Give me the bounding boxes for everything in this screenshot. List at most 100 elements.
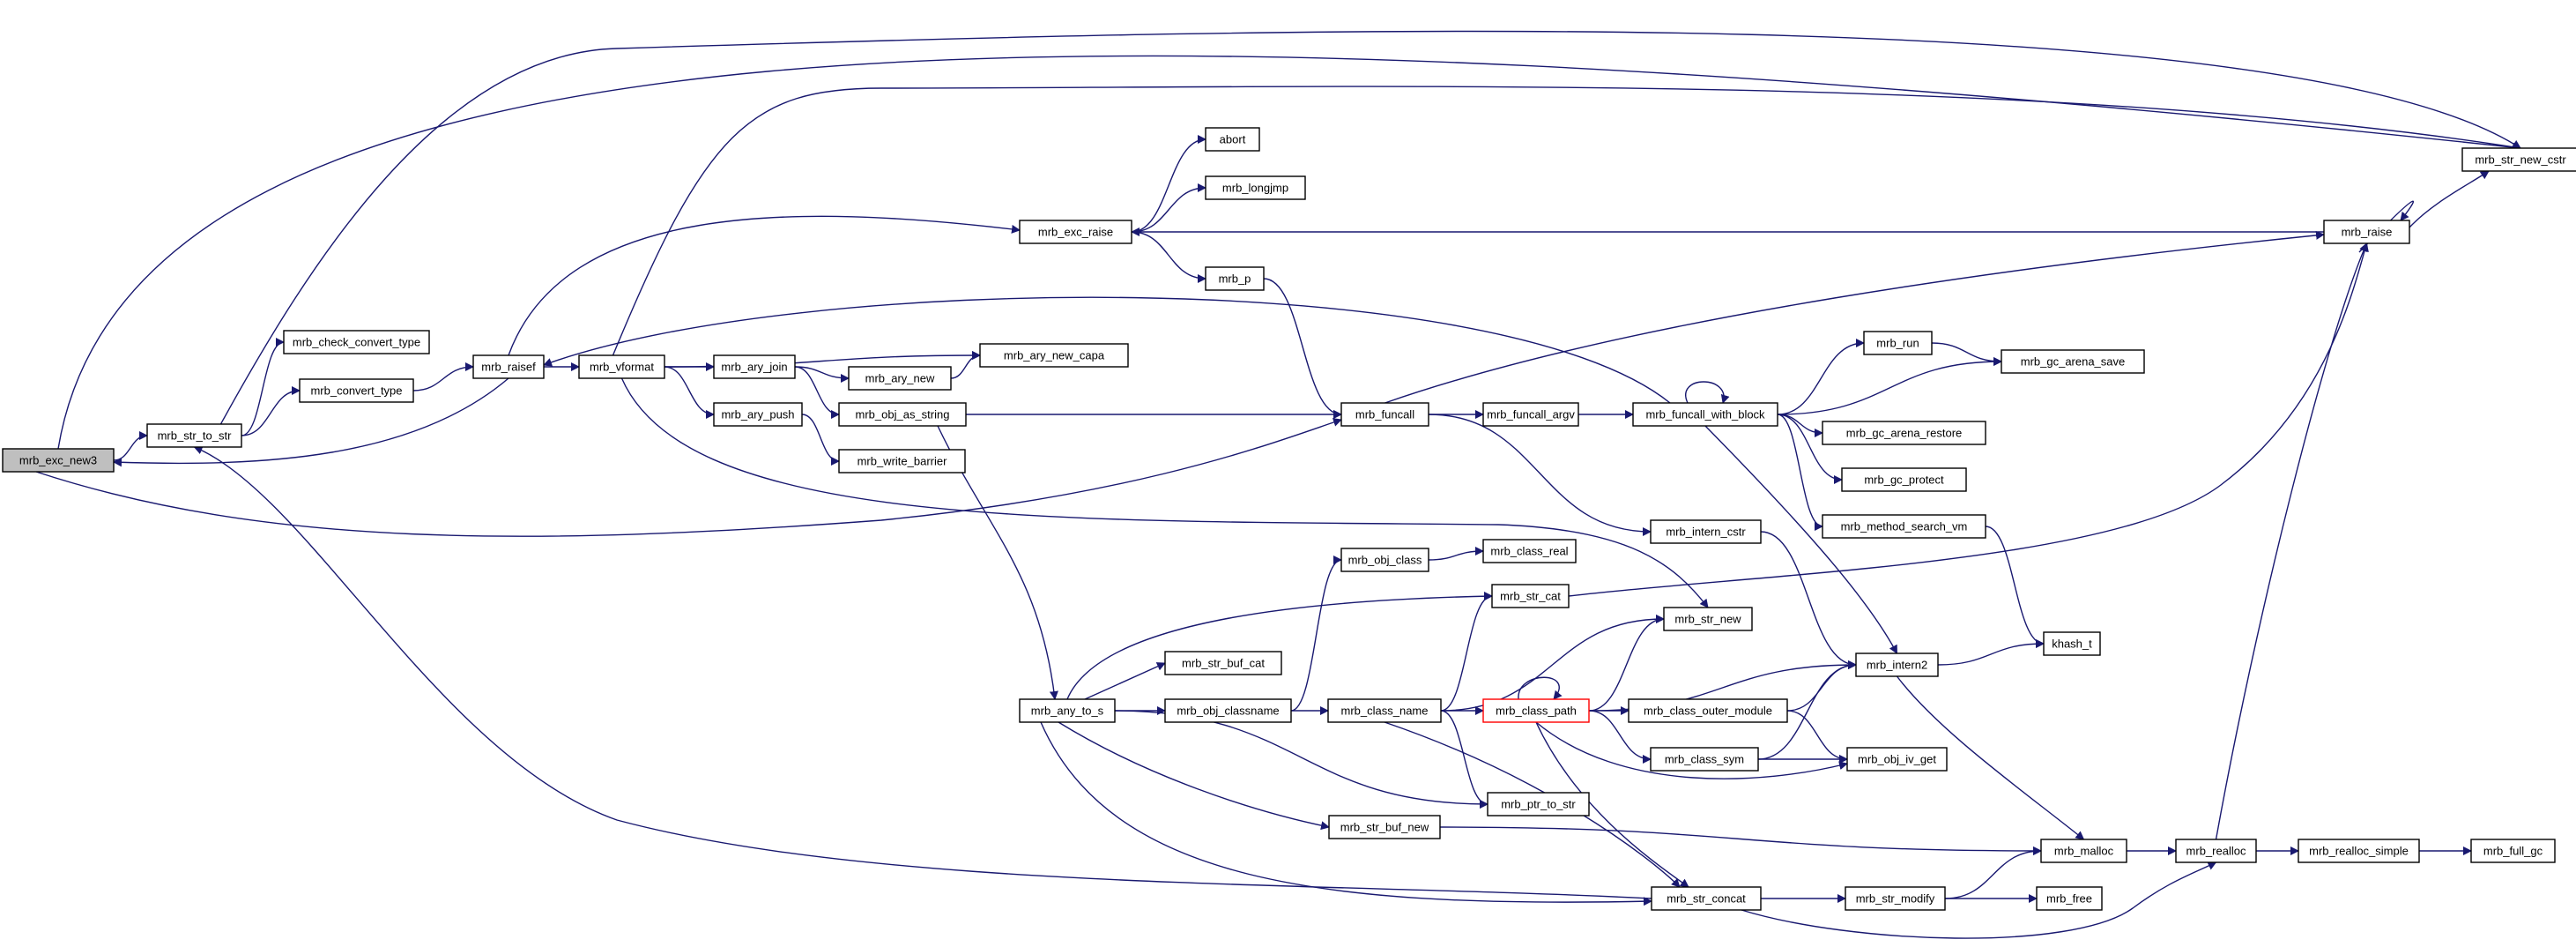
node-write-barrier[interactable]: mrb_write_barrier — [838, 449, 966, 474]
edge-funcall-to-intern_cstr — [1428, 414, 1652, 536]
node-free[interactable]: mrb_free — [2036, 886, 2103, 911]
node-ary-new[interactable]: mrb_ary_new — [848, 366, 952, 391]
edge-arrow — [543, 296, 1671, 404]
node-box — [2298, 839, 2420, 863]
node-str-cat[interactable]: mrb_str_cat — [1491, 584, 1570, 608]
node-ptr-to-str[interactable]: mrb_ptr_to_str — [1487, 792, 1590, 817]
edge-str_concat-to-str_to_str — [193, 445, 1652, 899]
edge-arrow — [1741, 861, 2217, 939]
node-label: mrb_class_sym — [1665, 753, 1744, 766]
node-exc-new3[interactable]: mrb_exc_new3 — [2, 448, 115, 473]
node-label: mrb_longjmp — [1222, 182, 1288, 195]
node-vformat[interactable]: mrb_vformat — [578, 354, 665, 379]
node-label: mrb_ary_new_capa — [1004, 349, 1105, 362]
node-label: mrb_class_name — [1341, 705, 1429, 718]
edge-exc_raise-to-abort — [1131, 135, 1206, 233]
node-gc-protect[interactable]: mrb_gc_protect — [1841, 467, 1967, 492]
node-full-gc[interactable]: mrb_full_gc — [2470, 839, 2556, 863]
node-class-sym[interactable]: mrb_class_sym — [1650, 747, 1759, 772]
node-str-new[interactable]: mrb_str_new — [1663, 607, 1753, 631]
edge-arrow — [1290, 556, 1342, 712]
node-label: mrb_method_search_vm — [1841, 520, 1968, 533]
edge-arrow — [1588, 710, 1652, 764]
node-class-real[interactable]: mrb_class_real — [1482, 539, 1577, 563]
edge-arrow — [1385, 230, 2325, 404]
edge-str_buf_new-to-malloc — [1439, 826, 2042, 855]
node-class-path[interactable]: mrb_class_path — [1482, 698, 1590, 723]
node-box — [1628, 698, 1788, 723]
edge-arrow — [1131, 231, 1206, 283]
node-funcall[interactable]: mrb_funcall — [1340, 402, 1429, 427]
edge-class_outer_module-to-obj_iv_get — [1786, 710, 1848, 764]
node-label: mrb_exc_raise — [1038, 226, 1113, 239]
edge-intern_cstr-to-intern2 — [1760, 531, 1857, 669]
node-khash-t[interactable]: khash_t — [2043, 631, 2101, 656]
node-method-search-vm[interactable]: mrb_method_search_vm — [1822, 514, 1986, 539]
node-check-convert-type[interactable]: mrb_check_convert_type — [283, 330, 430, 354]
node-box — [1205, 175, 1306, 200]
node-str-concat[interactable]: mrb_str_concat — [1651, 886, 1762, 911]
node-realloc[interactable]: mrb_realloc — [2175, 839, 2257, 863]
node-box — [713, 402, 803, 427]
node-raise[interactable]: mrb_raise — [2323, 220, 2410, 244]
node-label: mrb_str_buf_cat — [1182, 657, 1265, 670]
edge-vformat-to-str_new — [620, 377, 1709, 608]
edge-exc_new3-to-str_to_str — [113, 431, 148, 461]
node-intern2[interactable]: mrb_intern2 — [1855, 652, 1939, 677]
edge-class_path-to-obj_iv_get — [1535, 721, 1848, 779]
node-class-outer-module[interactable]: mrb_class_outer_module — [1628, 698, 1788, 723]
node-convert-type[interactable]: mrb_convert_type — [299, 378, 414, 403]
edge-arrow — [1440, 710, 1488, 809]
node-obj-classname[interactable]: mrb_obj_classname — [1164, 698, 1292, 723]
node-obj-as-string[interactable]: mrb_obj_as_string — [838, 402, 967, 427]
node-intern-cstr[interactable]: mrb_intern_cstr — [1650, 519, 1762, 544]
node-obj-class[interactable]: mrb_obj_class — [1340, 548, 1429, 572]
node-str-to-str[interactable]: mrb_str_to_str — [146, 423, 242, 448]
node-box — [1205, 266, 1265, 291]
node-label: mrb_gc_arena_restore — [1846, 427, 1963, 440]
node-run[interactable]: mrb_run — [1863, 331, 1933, 355]
node-str-buf-cat[interactable]: mrb_str_buf_cat — [1164, 651, 1282, 675]
node-any-to-s[interactable]: mrb_any_to_s — [1019, 698, 1116, 723]
node-label: mrb_ptr_to_str — [1501, 798, 1576, 811]
node-malloc[interactable]: mrb_malloc — [2040, 839, 2127, 863]
node-class-name[interactable]: mrb_class_name — [1327, 698, 1442, 723]
edge-class_path-to-str_concat — [1535, 721, 1689, 888]
edge-class_path-to-str_new — [1588, 615, 1665, 712]
edge-any_to_s-to-str_buf_new — [1058, 721, 1330, 831]
node-obj-iv-get[interactable]: mrb_obj_iv_get — [1846, 747, 1948, 772]
edge-funcall-to-raise — [1385, 230, 2325, 404]
edge-arrow — [1535, 721, 1689, 888]
node-gc-arena-save[interactable]: mrb_gc_arena_save — [2001, 349, 2145, 374]
node-box — [1845, 886, 1946, 911]
node-p[interactable]: mrb_p — [1205, 266, 1265, 291]
edge-arrow — [1518, 676, 1563, 700]
node-exc-raise[interactable]: mrb_exc_raise — [1019, 220, 1132, 244]
node-label: mrb_any_to_s — [1031, 705, 1104, 718]
node-longjmp[interactable]: mrb_longjmp — [1205, 175, 1306, 200]
node-funcall-argv[interactable]: mrb_funcall_argv — [1482, 402, 1579, 427]
edge-intern2-to-khash_t — [1937, 639, 2045, 666]
node-str-buf-new[interactable]: mrb_str_buf_new — [1328, 815, 1441, 839]
node-funcall-with-block[interactable]: mrb_funcall_with_block — [1632, 402, 1778, 427]
node-abort[interactable]: abort — [1205, 127, 1260, 152]
node-ary-push[interactable]: mrb_ary_push — [713, 402, 803, 427]
node-realloc-simple[interactable]: mrb_realloc_simple — [2298, 839, 2420, 863]
node-box — [1855, 652, 1939, 677]
edge-vformat-to-ary_push — [664, 366, 715, 419]
edge-arrow — [794, 366, 840, 419]
node-ary-join[interactable]: mrb_ary_join — [713, 354, 796, 379]
edge-arrow — [1131, 183, 1206, 233]
node-gc-arena-restore[interactable]: mrb_gc_arena_restore — [1822, 421, 1986, 445]
edge-realloc-to-raise — [2215, 242, 2368, 840]
node-label: mrb_ary_new — [865, 372, 935, 385]
edge-arrow — [1786, 710, 1848, 764]
node-str-modify[interactable]: mrb_str_modify — [1845, 886, 1946, 911]
node-raisef[interactable]: mrb_raisef — [472, 354, 545, 379]
node-ary-new-capa[interactable]: mrb_ary_new_capa — [979, 343, 1129, 368]
node-str-new-cstr[interactable]: mrb_str_new_cstr — [2461, 147, 2576, 172]
node-box — [713, 354, 796, 379]
edge-funcall_with_block-to-raisef — [543, 296, 1671, 404]
edge-arrow — [57, 55, 2521, 450]
edge-raisef-to-exc_raise — [508, 215, 1021, 356]
